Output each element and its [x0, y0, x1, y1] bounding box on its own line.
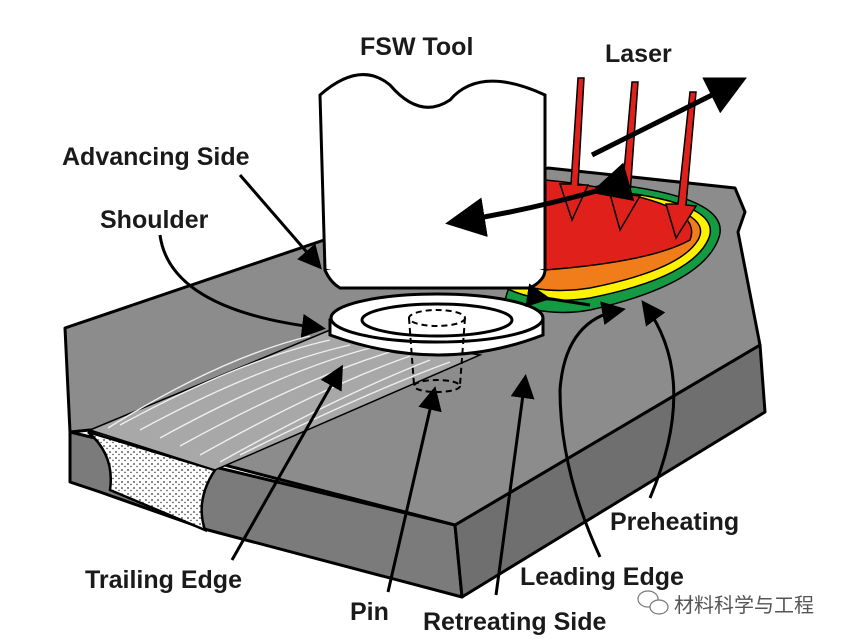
weld-nugget-cross-section — [87, 430, 217, 533]
watermark-text: 材料科学与工程 — [674, 593, 814, 617]
laser-arrow — [664, 91, 698, 240]
wechat-logo-icon — [637, 590, 669, 615]
label-leading-edge: Leading Edge — [520, 563, 684, 591]
label-advancing-side: Advancing Side — [62, 143, 250, 171]
label-laser: Laser — [605, 40, 672, 68]
label-fsw-tool: FSW Tool — [360, 33, 473, 61]
label-preheating: Preheating — [610, 508, 739, 536]
label-pin: Pin — [350, 598, 389, 626]
travel-direction-arrow — [590, 77, 747, 158]
leader-lines — [158, 174, 676, 596]
label-shoulder: Shoulder — [100, 206, 209, 234]
label-retreating-side: Retreating Side — [423, 608, 606, 636]
tool-body — [318, 73, 547, 287]
weld-bead-ripples — [87, 329, 483, 471]
rotation-arrow — [445, 162, 635, 238]
tool-pin — [408, 309, 466, 393]
label-trailing-edge: Trailing Edge — [85, 566, 242, 594]
